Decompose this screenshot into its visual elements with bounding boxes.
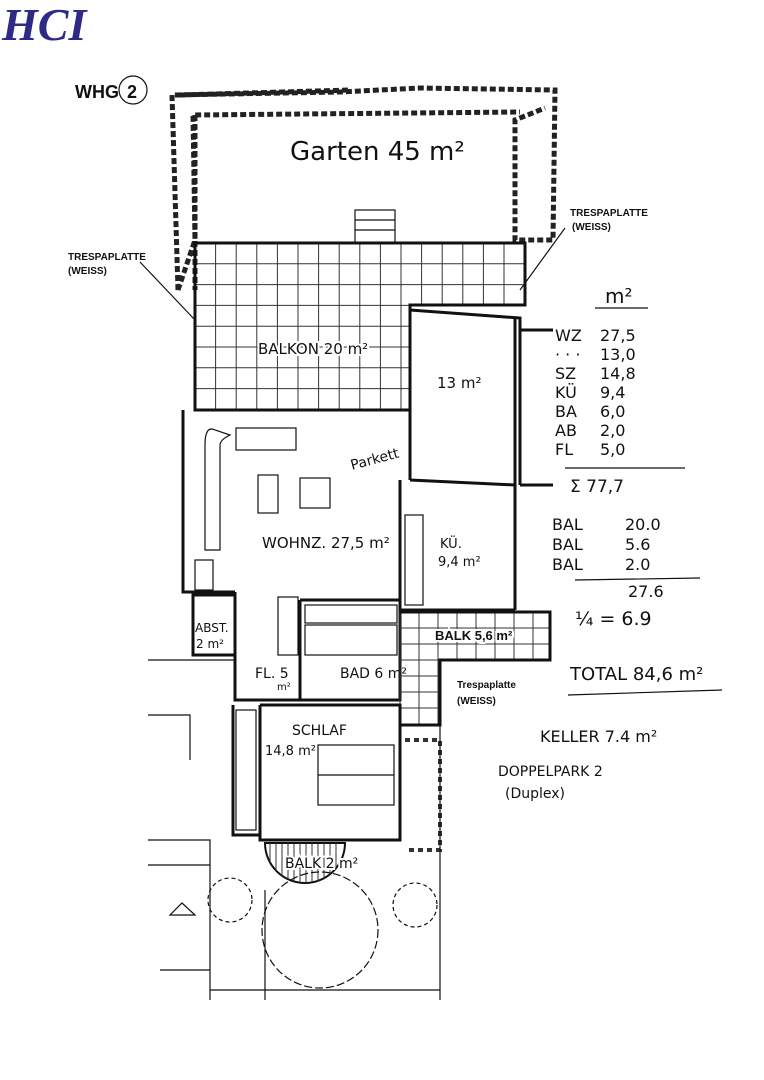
area-row-value: 5.6	[625, 535, 650, 554]
area-row-label: AB	[555, 421, 577, 440]
balcony-5-6-outline	[400, 610, 552, 727]
area-row-label: WZ	[555, 326, 582, 345]
shrub-icon	[207, 877, 253, 923]
parkett-label: Parkett	[349, 446, 401, 474]
wardrobe	[277, 596, 299, 656]
balcony-2-hatching	[269, 843, 337, 883]
garden-steps	[354, 209, 396, 244]
schlaf-label: SCHLAF	[292, 723, 347, 739]
area-row-label: BAL	[552, 515, 583, 534]
wohnz-label: WOHNZ. 27,5 m²	[262, 534, 390, 552]
area-row-label: · · ·	[555, 345, 580, 364]
room-area-rows: WZ 27,5 · · · 13,0SZ 14,8KÜ 9,4BA 6,0AB 2,0FL 5,…	[555, 326, 636, 459]
planter	[405, 738, 442, 852]
balk-5-6-label: BALK 5,6 m²	[435, 628, 513, 643]
stairwell	[148, 659, 441, 1000]
duplex-label: (Duplex)	[505, 786, 565, 802]
area-row-label: BA	[555, 402, 577, 421]
balcony-2	[263, 842, 347, 884]
trespaplatte-bottom: Trespaplatte	[457, 680, 516, 691]
fl-label: FL. 5	[255, 666, 289, 682]
wardrobe	[235, 709, 257, 831]
unit-label: WHG	[75, 82, 119, 102]
fl-area: m²	[277, 682, 291, 693]
area-sum: Σ 77,7	[570, 477, 624, 497]
logo: HCI	[1, 0, 88, 50]
area-row-value: 5,0	[600, 440, 625, 459]
leader-line	[519, 227, 566, 291]
kueche-label: KÜ.	[440, 535, 462, 552]
garden-hedge	[169, 85, 558, 291]
room-13-label: 13 m²	[437, 374, 481, 392]
kitchen-counter	[404, 514, 424, 606]
area-row-value: 13,0	[600, 345, 636, 364]
area-row-value: 14,8	[600, 364, 636, 383]
balcony-sum: 27.6	[628, 582, 664, 601]
balk-2-label: BALK 2 m²	[285, 856, 358, 872]
schlaf-area: 14,8 m²	[265, 744, 316, 759]
balkon-label: BALKON 20 m²	[258, 340, 368, 358]
bad-label: BAD 6 m²	[340, 666, 407, 682]
area-row-label: FL	[555, 440, 573, 459]
trespaplatte-right-note: (WEISS)	[572, 222, 611, 233]
room-13-walls	[408, 305, 522, 485]
area-row-value: 6,0	[600, 402, 625, 421]
living-room-walls	[181, 410, 516, 610]
bathtub	[304, 624, 398, 656]
area-row-value: 20.0	[625, 515, 661, 534]
leader-line	[139, 261, 196, 321]
unit-number: 2	[127, 82, 137, 102]
doppelpark-label: DOPPELPARK 2	[498, 764, 603, 780]
hall-bath-walls	[233, 592, 402, 702]
area-unit-header: m²	[605, 284, 633, 308]
divider	[567, 689, 723, 696]
shrub-icon	[392, 882, 438, 928]
tree-icon	[261, 871, 379, 989]
area-row-label: SZ	[555, 364, 576, 383]
area-row-label: BAL	[552, 535, 583, 554]
garden-label: Garten 45 m²	[290, 137, 465, 167]
trespaplatte-bottom-note: (WEISS)	[457, 696, 496, 707]
trespaplatte-left: TRESPAPLATTE	[68, 252, 146, 263]
area-row-value: 2,0	[600, 421, 625, 440]
divider	[574, 577, 701, 581]
area-row-value: 2.0	[625, 555, 650, 574]
total-area: TOTAL 84,6 m²	[569, 664, 703, 685]
unit-number-circle	[118, 75, 148, 105]
abst-area: 2 m²	[196, 637, 224, 651]
area-row-value: 27,5	[600, 326, 636, 345]
bedroom-walls	[231, 703, 402, 842]
cabinet	[194, 559, 214, 591]
bath-counter	[304, 604, 398, 624]
area-row-value: 9,4	[600, 383, 625, 402]
balcony-quarter: ¼ = 6.9	[575, 608, 652, 630]
trespaplatte-left-note: (WEISS)	[68, 266, 107, 277]
area-row-label: BAL	[552, 555, 583, 574]
keller-area: KELLER 7.4 m²	[540, 727, 657, 746]
area-row-label: KÜ	[555, 383, 577, 402]
kueche-area: 9,4 m²	[438, 555, 481, 570]
trespaplatte-right: TRESPAPLATTE	[570, 208, 648, 219]
area-table: m² WZ 27,5 · · · 13,0SZ 14,8KÜ 9,4BA 6,0AB 2,0F…	[498, 284, 723, 802]
abst-label: ABST.	[195, 621, 229, 635]
sofa-icon	[204, 427, 331, 551]
